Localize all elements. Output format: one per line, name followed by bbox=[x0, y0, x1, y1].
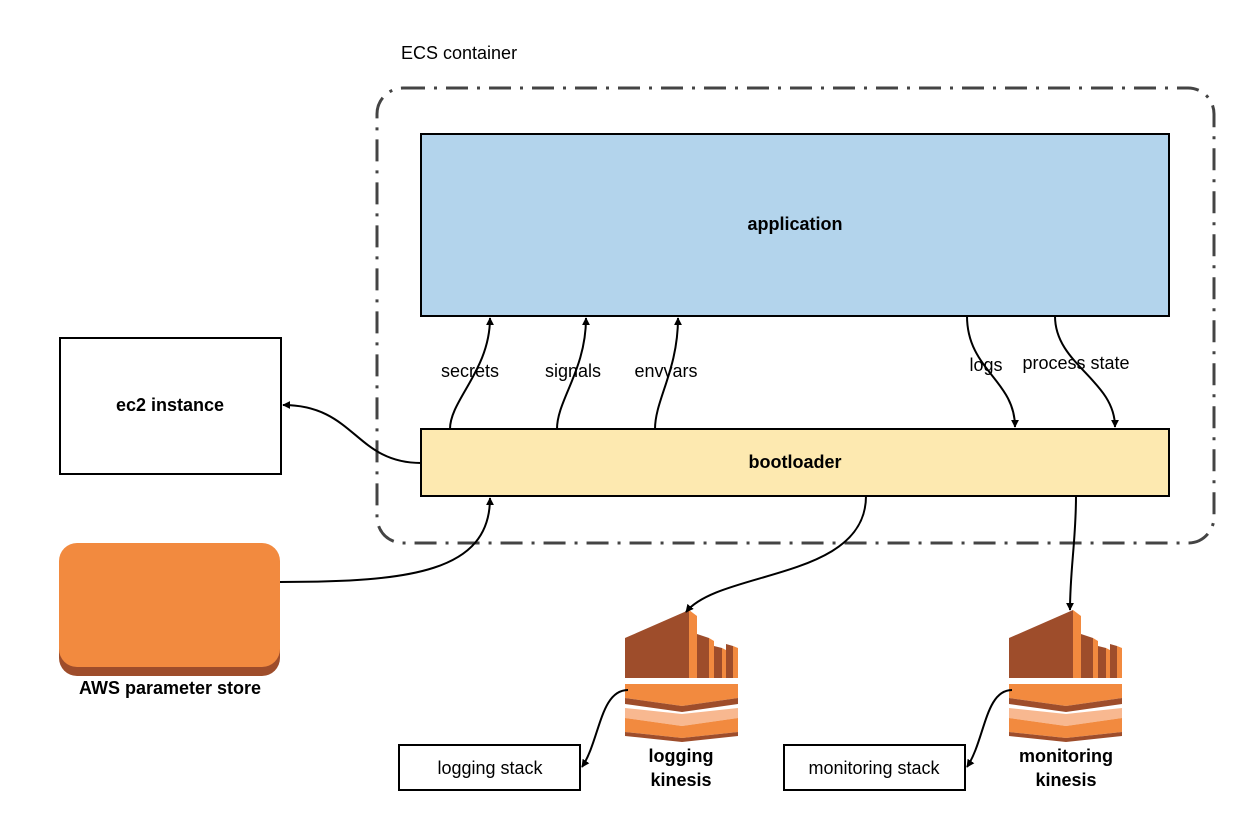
aws-kinesis-icon bbox=[625, 610, 738, 742]
ec2-instance-label: ec2 instance bbox=[116, 395, 224, 415]
bootloader-label: bootloader bbox=[749, 452, 842, 472]
logging-stack-rect bbox=[398, 744, 581, 791]
edge-label-signals: signals bbox=[545, 361, 601, 381]
monitoring-stack-rect bbox=[783, 744, 966, 791]
logging-kinesis-node[interactable]: logging kinesis bbox=[625, 610, 738, 790]
edge-parameter-store-to-bootloader bbox=[279, 497, 494, 583]
edge-bootloader-to-ec2 bbox=[282, 401, 422, 464]
edge-logs bbox=[966, 315, 1019, 428]
monitoring-kinesis-node[interactable]: monitoring kinesis bbox=[1009, 610, 1122, 790]
edge-bootloader-to-monitoring-kinesis bbox=[1066, 495, 1077, 611]
edge-secrets bbox=[449, 317, 494, 430]
monitoring-stack-label: monitoring stack bbox=[808, 758, 940, 778]
application-box[interactable]: application bbox=[420, 133, 1170, 317]
parameter-store-label: AWS parameter store bbox=[79, 678, 261, 698]
ec2-instance-box[interactable]: ec2 instance bbox=[59, 337, 282, 475]
aws-parameter-store-icon bbox=[59, 543, 280, 676]
edge-bootloader-to-logging-kinesis bbox=[685, 495, 867, 613]
edge-process-state bbox=[1054, 315, 1119, 428]
edge-envvars bbox=[654, 317, 682, 430]
logging-stack-label: logging stack bbox=[437, 758, 543, 778]
logging-stack-box[interactable]: logging stack bbox=[398, 744, 581, 791]
ecs-container-boundary bbox=[375, 86, 1216, 545]
bootloader-box[interactable]: bootloader bbox=[420, 428, 1170, 497]
edge-label-secrets: secrets bbox=[441, 361, 499, 381]
edge-logging-kinesis-to-stack bbox=[581, 689, 629, 768]
edge-label-envvars: envvars bbox=[634, 361, 697, 381]
edge-monitoring-kinesis-to-stack bbox=[966, 689, 1013, 768]
logging-kinesis-label-line1: logging bbox=[649, 746, 714, 766]
application-rect bbox=[420, 133, 1170, 317]
ec2-instance-rect bbox=[59, 337, 282, 475]
logging-kinesis-label-line2: kinesis bbox=[650, 770, 711, 790]
edge-label-logs: logs bbox=[969, 355, 1002, 375]
aws-kinesis-icon bbox=[1009, 610, 1122, 742]
bootloader-rect bbox=[420, 428, 1170, 497]
application-label: application bbox=[747, 214, 842, 234]
monitoring-kinesis-label-line2: kinesis bbox=[1035, 770, 1096, 790]
parameter-store-node[interactable]: AWS parameter store bbox=[59, 543, 280, 698]
edge-label-process-state: process state bbox=[1022, 353, 1129, 373]
ecs-container-label: ECS container bbox=[401, 43, 517, 63]
monitoring-kinesis-label-line1: monitoring bbox=[1019, 746, 1113, 766]
edge-signals bbox=[556, 317, 590, 430]
monitoring-stack-box[interactable]: monitoring stack bbox=[783, 744, 966, 791]
